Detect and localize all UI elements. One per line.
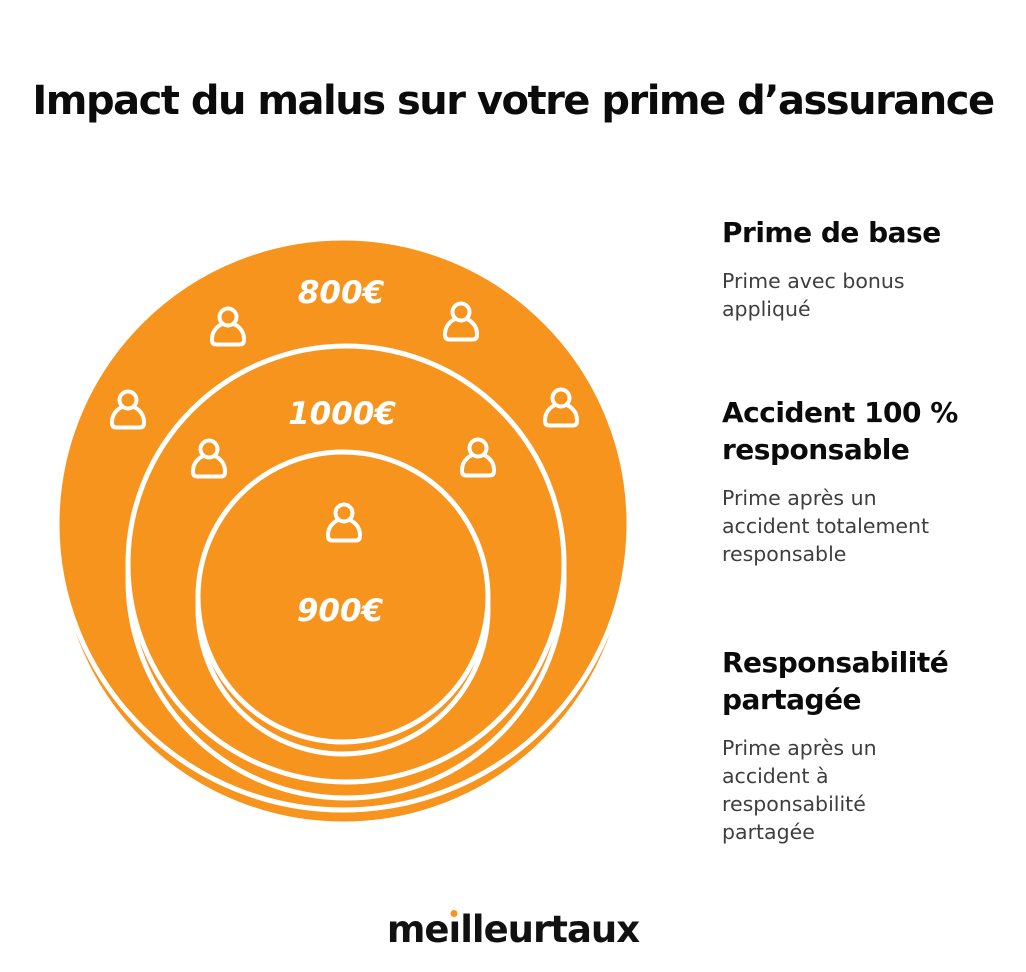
- legend-section-accident-responsable: Accident 100 % responsable Prime après u…: [722, 395, 992, 569]
- ring-label-900: 900€: [297, 593, 384, 629]
- legend-heading: Prime de base: [722, 216, 941, 249]
- legend-section-responsabilite-partagee: Responsabilité partagée Prime après un a…: [722, 645, 992, 846]
- logo-text-post: lleurtaux: [460, 908, 640, 951]
- legend-section-prime-de-base: Prime de base Prime avec bonus appliqué: [722, 215, 992, 324]
- legend-heading: Accident 100 % responsable: [722, 396, 958, 466]
- ring-label-800: 800€: [298, 275, 385, 311]
- legend-body-text: Prime après un accident à responsabilité…: [722, 735, 877, 844]
- ring-label-1000: 1000€: [288, 396, 396, 432]
- logo-orange-dot-i: ı: [448, 908, 462, 951]
- logo-text-pre: me: [386, 908, 450, 951]
- legend-body-text: Prime avec bonus appliqué: [722, 268, 905, 321]
- legend-heading: Responsabilité partagée: [722, 646, 949, 716]
- legend-body-text: Prime après un accident totalement respo…: [722, 485, 930, 566]
- nested-circles-diagram: 800€ 1000€ 900€: [54, 235, 632, 827]
- meilleurtaux-logo: meılleurtaux: [0, 908, 1026, 951]
- ring-inner-900: [195, 449, 491, 745]
- page-title: Impact du malus sur votre prime d’assura…: [32, 78, 995, 124]
